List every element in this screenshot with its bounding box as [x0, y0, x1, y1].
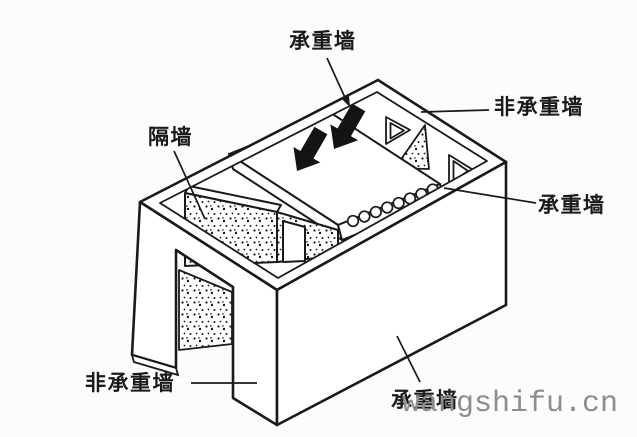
- watermark: wangshifu.cn: [402, 387, 619, 421]
- leader-load-bearing-bottom: [396, 335, 421, 383]
- partition-door-opening: [282, 220, 306, 263]
- label-non-load-bearing-wall-bottom-left: 非承重墙: [85, 371, 175, 395]
- load-arrows: [293, 103, 366, 171]
- load-arrow-right: [330, 103, 366, 149]
- label-non-load-bearing-wall-top-right: 非承重墙: [494, 95, 584, 119]
- label-load-bearing-wall-top: 承重墙: [289, 29, 357, 53]
- leader-load-bearing-top: [326, 57, 348, 103]
- leader-partition-wall: [173, 150, 206, 220]
- label-load-bearing-wall-right: 承重墙: [538, 193, 606, 217]
- leader-arrowhead-top: [340, 94, 350, 107]
- roof-rim-inner-edge: [159, 91, 488, 279]
- load-arrow-left: [293, 126, 328, 171]
- front-right-wall: [275, 160, 508, 427]
- leader-load-bearing-right: [443, 187, 537, 204]
- leader-non-load-bearing-top-right: [420, 109, 490, 113]
- label-partition-wall: 隔墙: [148, 125, 193, 149]
- label-load-bearing-wall-bottom: 承重墙: [391, 388, 459, 412]
- leader-lines: [173, 57, 537, 384]
- front-left-wall-pier-bottom: [130, 353, 180, 377]
- hollow-core-circles: [346, 183, 439, 228]
- wall-panel-triangle-1-inner: [389, 122, 405, 140]
